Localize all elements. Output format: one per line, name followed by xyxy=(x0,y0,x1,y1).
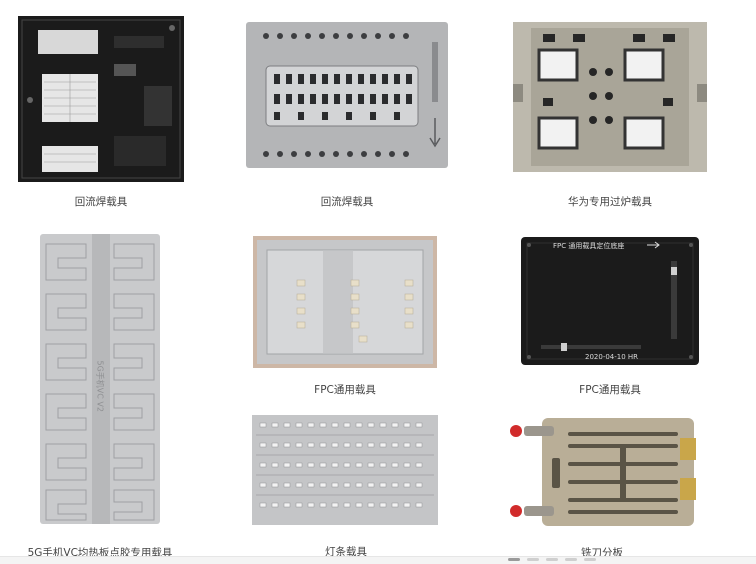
product-card-milling[interactable]: 铣刀分板 xyxy=(508,418,704,559)
product-card-reflow-grey[interactable]: 回流焊载具 xyxy=(246,22,448,208)
vc-plate-engraving: 5G手机VC V2 xyxy=(95,360,105,412)
reflow-carrier-black-image[interactable] xyxy=(18,16,184,182)
product-card-light-bar[interactable]: 灯条载具 xyxy=(252,415,438,558)
product-card-fpc-black[interactable]: FPC 通用载具定位底座 2020-04-10 HR FPC通用载具 xyxy=(521,237,699,396)
fpc-carrier-black-image[interactable] xyxy=(521,237,699,365)
fpc-carrier-aluminum-image[interactable] xyxy=(253,236,437,368)
5g-vc-dispensing-carrier-image[interactable] xyxy=(40,234,160,524)
product-card-huawei-furnace[interactable]: 华为专用过炉载具 xyxy=(513,22,707,208)
black-plate-engraving: FPC 通用载具定位底座 xyxy=(553,242,625,250)
product-caption[interactable]: 回流焊载具 xyxy=(74,196,128,208)
product-card-reflow-black[interactable]: 回流焊载具 xyxy=(18,16,184,208)
product-caption[interactable]: FPC通用载具 xyxy=(314,384,376,396)
pagination-dot[interactable] xyxy=(508,558,520,561)
light-bar-carrier-image[interactable] xyxy=(252,415,438,525)
product-caption[interactable]: 华为专用过炉载具 xyxy=(568,196,652,208)
black-plate-date: 2020-04-10 HR xyxy=(585,353,639,361)
pagination-dot[interactable] xyxy=(584,558,596,561)
milling-depaneling-image[interactable] xyxy=(508,418,704,526)
product-caption[interactable]: 灯条载具 xyxy=(325,546,367,558)
pagination-dot[interactable] xyxy=(546,558,558,561)
reflow-carrier-grey-image[interactable] xyxy=(246,22,448,168)
product-card-fpc-aluminum[interactable]: FPC通用载具 xyxy=(253,236,437,396)
product-caption[interactable]: FPC通用载具 xyxy=(579,384,641,396)
pagination-dot[interactable] xyxy=(527,558,539,561)
product-caption[interactable]: 回流焊载具 xyxy=(320,196,374,208)
bottom-pagination-bar xyxy=(0,556,756,564)
carousel-pagination[interactable] xyxy=(508,558,596,561)
product-card-5g-vc[interactable]: 5G手机VC V2 5G手机VC均热板点胶专用载具 xyxy=(28,234,172,559)
pagination-dot[interactable] xyxy=(565,558,577,561)
huawei-furnace-carrier-image[interactable] xyxy=(513,22,707,172)
